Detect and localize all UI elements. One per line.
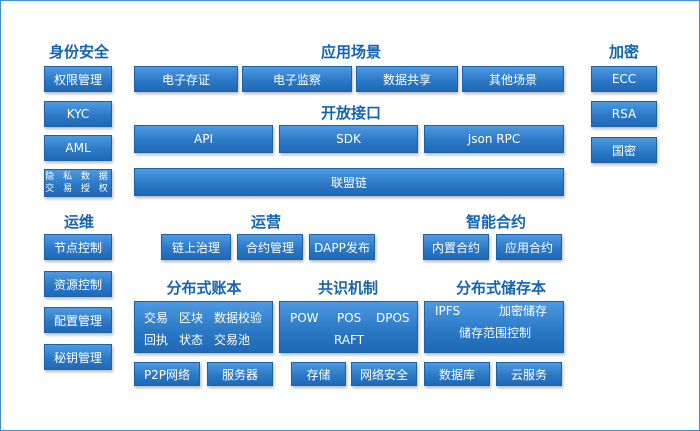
storage-item: 加密储存 bbox=[499, 304, 548, 318]
e-supervision-box: 电子监察 bbox=[242, 66, 352, 92]
distributed-ledger-title: 分布式账本 bbox=[166, 279, 242, 297]
consensus-item: POS bbox=[337, 311, 362, 325]
json-rpc-box: Json RPC bbox=[424, 125, 564, 153]
operation-title: 运营 bbox=[250, 213, 281, 231]
on-chain-governance-box: 链上治理 bbox=[161, 234, 231, 260]
database-box: 数据库 bbox=[424, 362, 490, 386]
ledger-cell: 交易 bbox=[144, 311, 169, 325]
national-crypto-box: 国密 bbox=[591, 137, 657, 163]
consensus-item: DPOS bbox=[376, 311, 410, 325]
contract-management-box: 合约管理 bbox=[237, 234, 303, 260]
transaction-auth-label: 交 易 授 权 bbox=[45, 184, 111, 194]
ledger-cell: 数据校验 bbox=[214, 311, 263, 325]
config-management-box: 配置管理 bbox=[44, 307, 112, 333]
application-scenarios-title: 应用场景 bbox=[320, 43, 381, 61]
ledger-cell: 交易池 bbox=[214, 333, 251, 347]
other-scenarios-box: 其他场景 bbox=[462, 66, 564, 92]
key-management-box: 秘钥管理 bbox=[44, 344, 112, 370]
consensus-item: RAFT bbox=[334, 333, 365, 347]
consensus-title: 共识机制 bbox=[317, 279, 378, 297]
resource-control-box: 资源控制 bbox=[44, 271, 112, 297]
kyc-box: KYC bbox=[44, 101, 112, 127]
api-box: API bbox=[134, 125, 273, 153]
ledger-cell: 区块 bbox=[179, 311, 204, 325]
privacy-data-label: 隐 私 数 据 bbox=[45, 172, 111, 182]
e-evidence-box: 电子存证 bbox=[134, 66, 238, 92]
open-interface-title: 开放接口 bbox=[320, 104, 381, 122]
rsa-box: RSA bbox=[591, 101, 657, 127]
consortium-chain-box: 联盟链 bbox=[134, 168, 564, 196]
consensus-panel: POW POS DPOS RAFT bbox=[279, 301, 418, 353]
storage-panel: IPFS 加密储存 储存范围控制 bbox=[424, 301, 564, 353]
node-control-box: 节点控制 bbox=[44, 234, 112, 260]
privacy-transaction-box: 隐 私 数 据 交 易 授 权 bbox=[44, 169, 112, 197]
cloud-service-box: 云服务 bbox=[496, 362, 562, 386]
ledger-cell: 回执 bbox=[144, 333, 169, 347]
storage-item: IPFS bbox=[435, 304, 461, 318]
p2p-network-box: P2P网络 bbox=[134, 362, 200, 386]
smart-contract-title: 智能合约 bbox=[465, 213, 526, 231]
distributed-storage-title: 分布式储存本 bbox=[455, 279, 546, 297]
dapp-release-box: DAPP发布 bbox=[309, 234, 375, 260]
ecc-box: ECC bbox=[591, 66, 657, 92]
aml-box: AML bbox=[44, 135, 112, 161]
data-sharing-box: 数据共享 bbox=[356, 66, 458, 92]
app-contract-box: 应用合约 bbox=[496, 234, 562, 260]
sdk-box: SDK bbox=[279, 125, 418, 153]
ledger-panel: 交易 区块 数据校验 回执 状态 交易池 bbox=[134, 301, 273, 353]
identity-security-title: 身份安全 bbox=[48, 43, 109, 61]
ops-title: 运维 bbox=[63, 213, 94, 231]
network-security-box: 网络安全 bbox=[351, 362, 417, 386]
encryption-title: 加密 bbox=[608, 43, 639, 61]
permission-management-box: 权限管理 bbox=[44, 66, 112, 92]
consensus-item: POW bbox=[290, 311, 319, 325]
ledger-cell: 状态 bbox=[179, 333, 204, 347]
server-box: 服务器 bbox=[207, 362, 273, 386]
builtin-contract-box: 内置合约 bbox=[423, 234, 489, 260]
storage-item: 储存范围控制 bbox=[459, 326, 532, 340]
storage-box: 存储 bbox=[291, 362, 346, 386]
